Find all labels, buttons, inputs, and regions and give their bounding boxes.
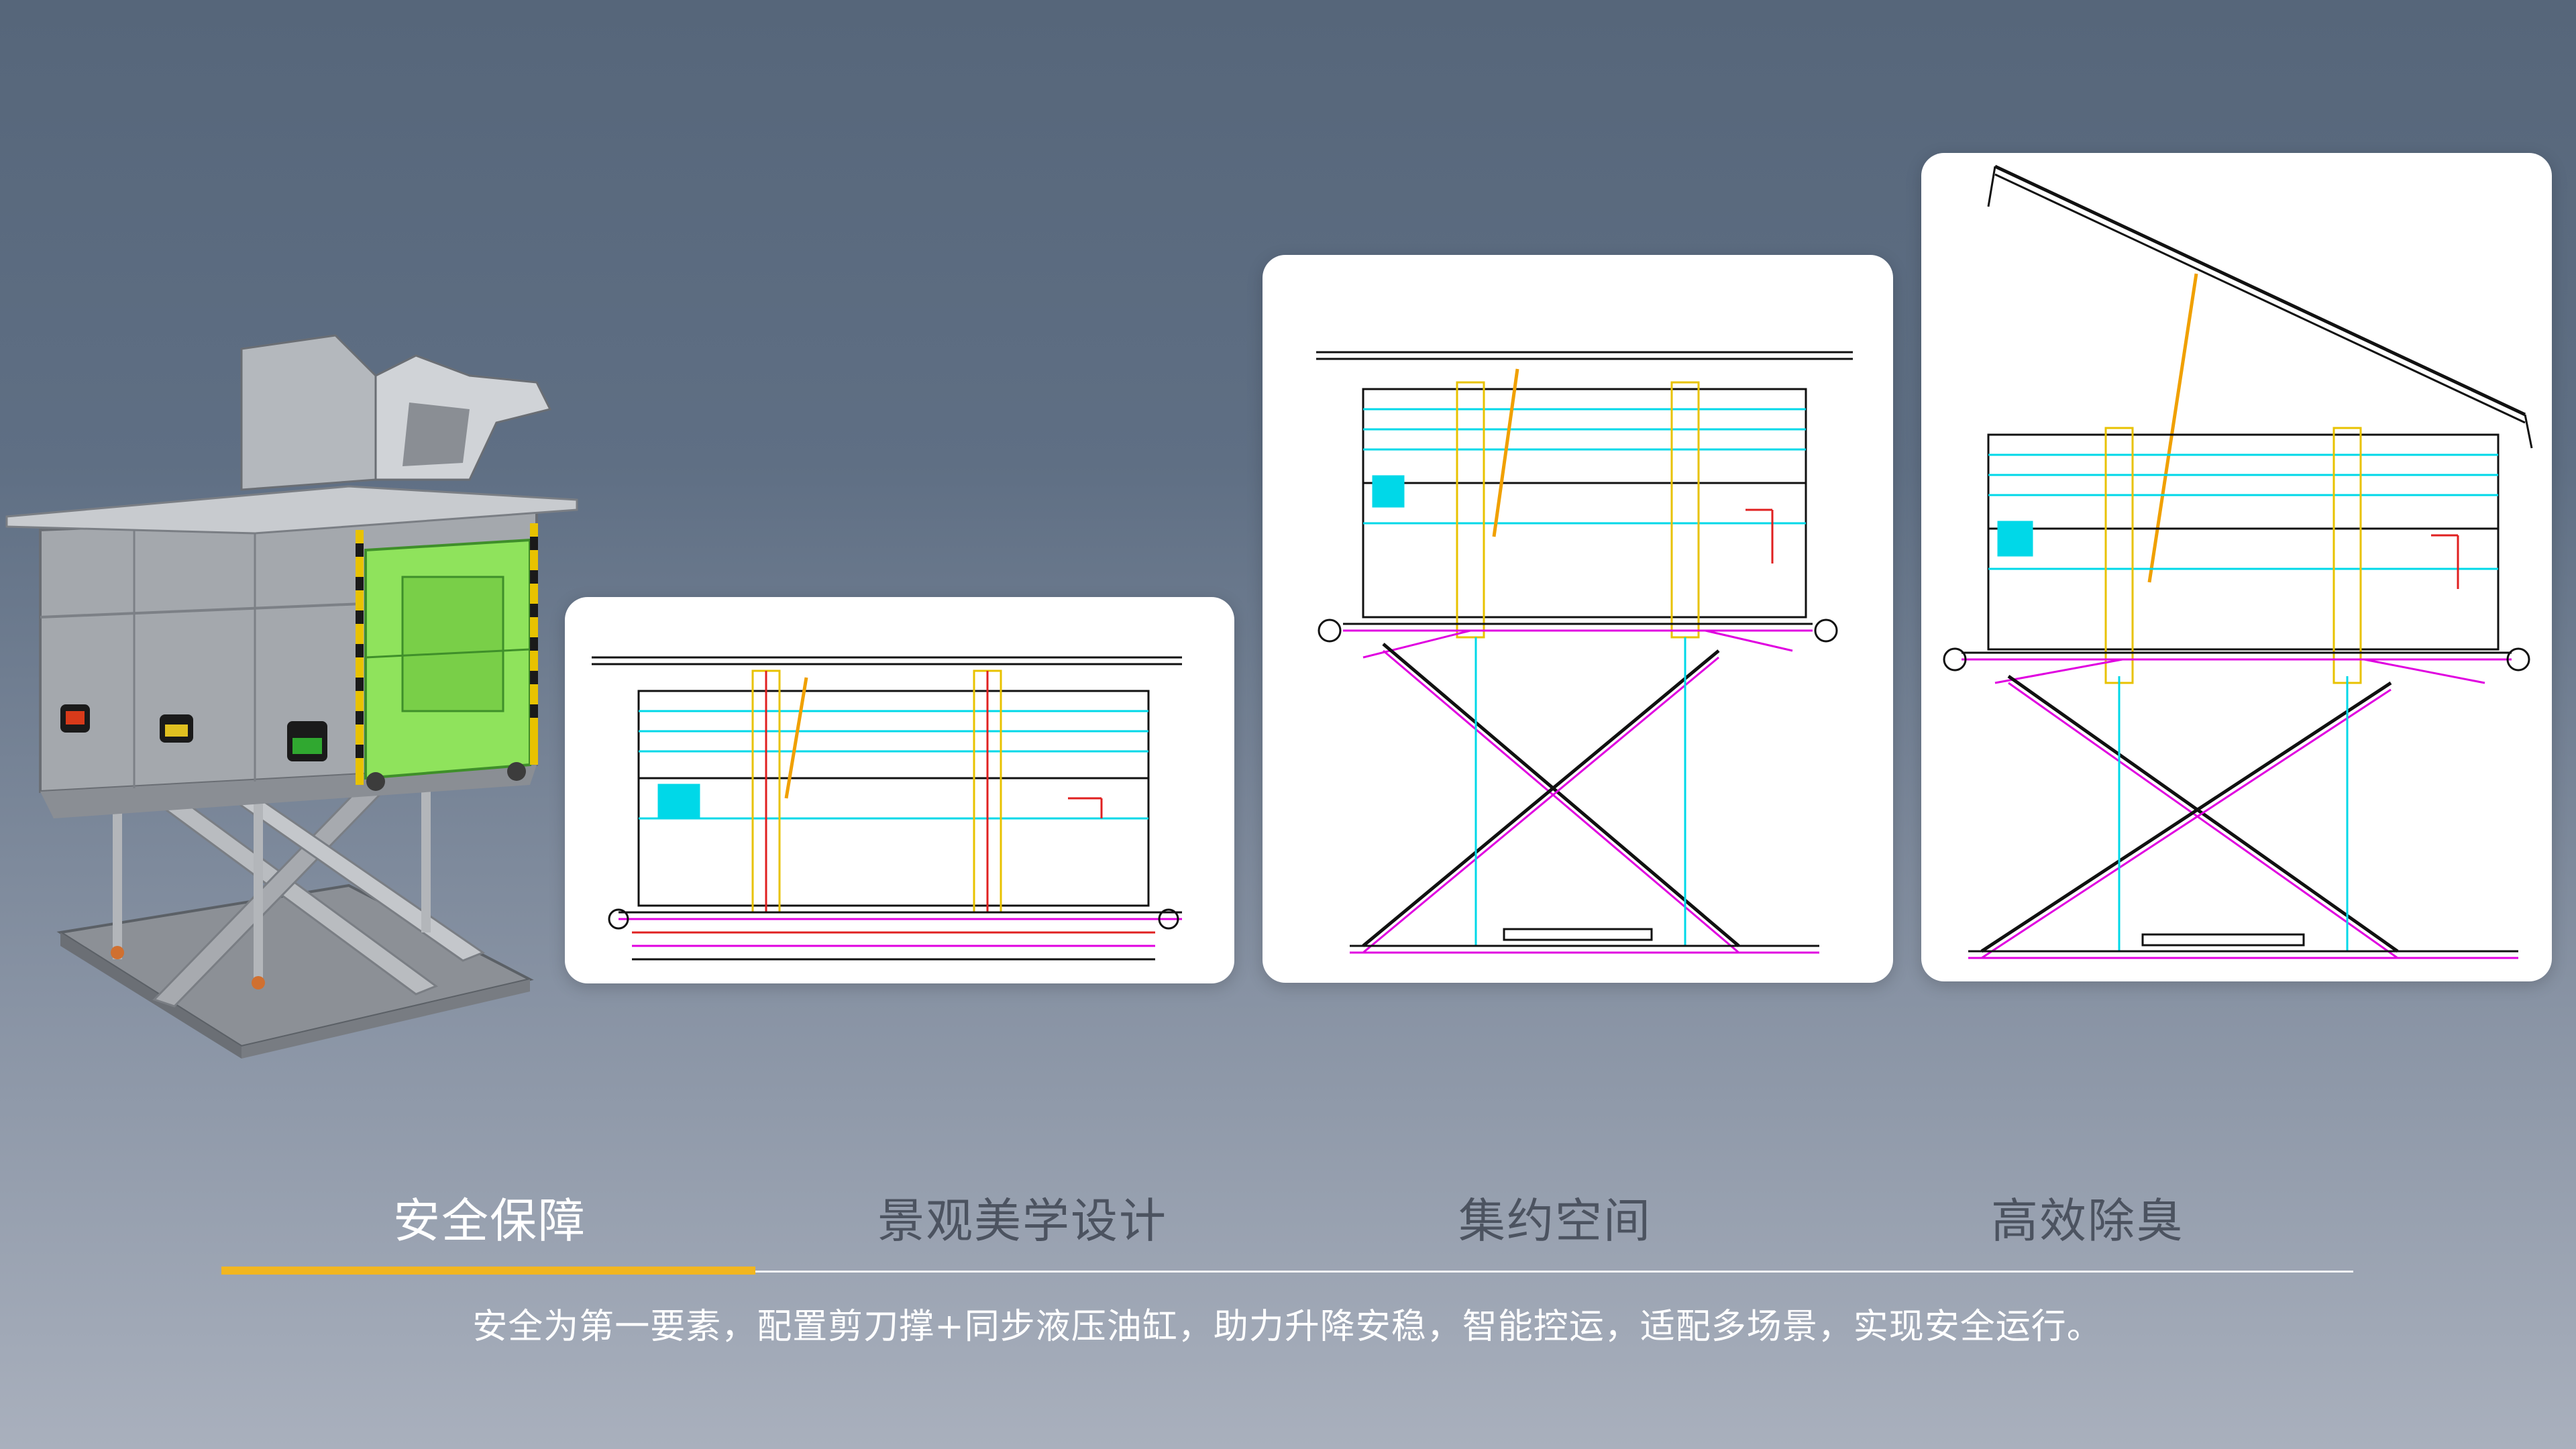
tab-safety-assurance[interactable]: 安全保障 bbox=[393, 1193, 586, 1248]
lift-diagram-raised-svg bbox=[1316, 351, 1853, 954]
lift-diagram-lowered-svg bbox=[592, 656, 1182, 961]
tab-efficient-deodorization[interactable]: 高效除臭 bbox=[1991, 1193, 2184, 1248]
product-render-svg bbox=[5, 334, 578, 1059]
tab-landscape-design[interactable]: 景观美学设计 bbox=[877, 1193, 1167, 1248]
tab-divider bbox=[221, 1271, 2353, 1273]
product-render-image bbox=[0, 309, 590, 1073]
lift-diagram-raised-lid-open-svg bbox=[1943, 164, 2533, 959]
lift-diagram-raised-card bbox=[1263, 255, 1893, 983]
tab-description: 安全为第一要素，配置剪刀撑+同步液压油缸，助力升降安稳，智能控运，适配多场景，实… bbox=[472, 1307, 2102, 1347]
lift-diagram-raised-lid-open-card bbox=[1921, 153, 2552, 981]
lift-diagram-lowered-card bbox=[565, 597, 1234, 983]
active-tab-indicator bbox=[221, 1267, 755, 1275]
tab-compact-space[interactable]: 集约空间 bbox=[1458, 1193, 1652, 1248]
